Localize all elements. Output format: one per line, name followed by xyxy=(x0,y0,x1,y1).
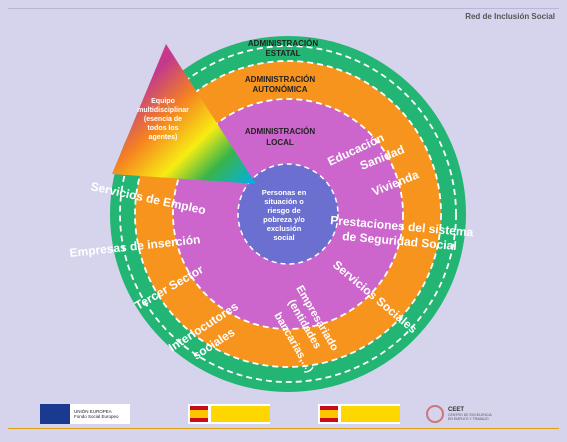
ring-autonomica-title-1: ADMINISTRACIÓN xyxy=(245,75,315,84)
center-circle xyxy=(238,164,338,264)
eu-flag-icon xyxy=(40,404,70,424)
ceet-name: CEET xyxy=(448,407,465,413)
center-line: social xyxy=(273,233,294,242)
ring-estatal-title-2: ESTATAL xyxy=(265,49,300,58)
equipo-line: Equipo xyxy=(151,98,175,105)
ring-local-title-2: LOCAL xyxy=(266,138,294,147)
ceet-mark-icon xyxy=(426,405,444,423)
ministry-logo-1 xyxy=(188,404,270,424)
equipo-line: todos los xyxy=(147,125,178,132)
top-divider xyxy=(8,8,559,9)
ceet-subtitle: CENTRO DE EXCELENCIA xyxy=(448,413,492,417)
ceet-subtitle: EN EMPLEO Y TRABAJO xyxy=(448,417,489,421)
ceet-logo-text: CEET CENTRO DE EXCELENCIA EN EMPLEO Y TR… xyxy=(448,407,492,421)
center-line: pobreza y/o xyxy=(263,215,305,224)
ministry-logo-band xyxy=(341,406,400,422)
equipo-label: Equipo multidisciplinar (esencia de todo… xyxy=(137,98,189,141)
ring-estatal-dash xyxy=(119,45,457,383)
ceet-logo: CEET CENTRO DE EXCELENCIA EN EMPLEO Y TR… xyxy=(426,404,522,424)
header-title: Red de Inclusión Social xyxy=(465,12,555,21)
ring-local-dash xyxy=(172,98,404,330)
center-circle-dash xyxy=(237,163,339,265)
center-line: situación o xyxy=(264,197,304,206)
ring-autonomica-dash xyxy=(134,60,442,368)
equipo-line: multidisciplinar xyxy=(137,107,189,114)
footer-divider xyxy=(8,428,559,429)
equipo-prism xyxy=(112,44,256,184)
eu-logo-line: Fondo Social Europeo xyxy=(74,414,119,419)
ministry-logo-2 xyxy=(318,404,400,424)
ring-estatal-title-1: ADMINISTRACIÓN xyxy=(248,39,318,48)
ministry-logo-band xyxy=(211,406,270,422)
ring-autonomica-title-2: AUTONÓMICA xyxy=(253,85,308,94)
spain-emblem-icon xyxy=(190,406,208,422)
center-line: riesgo de xyxy=(267,206,300,215)
ring-local-title-1: ADMINISTRACIÓN xyxy=(245,127,315,136)
center-label: Personas en situación o riesgo de pobrez… xyxy=(262,188,307,242)
equipo-line: (esencia de xyxy=(144,116,182,123)
equipo-line: agentes) xyxy=(149,134,178,141)
eu-logo-text: UNIÓN EUROPEA Fondo Social Europeo xyxy=(74,409,124,419)
center-line: Personas en xyxy=(262,188,307,197)
eu-logo: UNIÓN EUROPEA Fondo Social Europeo xyxy=(40,404,130,424)
center-line: exclusión xyxy=(267,224,302,233)
spain-emblem-icon xyxy=(320,406,338,422)
eu-logo-line: UNIÓN EUROPEA xyxy=(74,409,112,414)
